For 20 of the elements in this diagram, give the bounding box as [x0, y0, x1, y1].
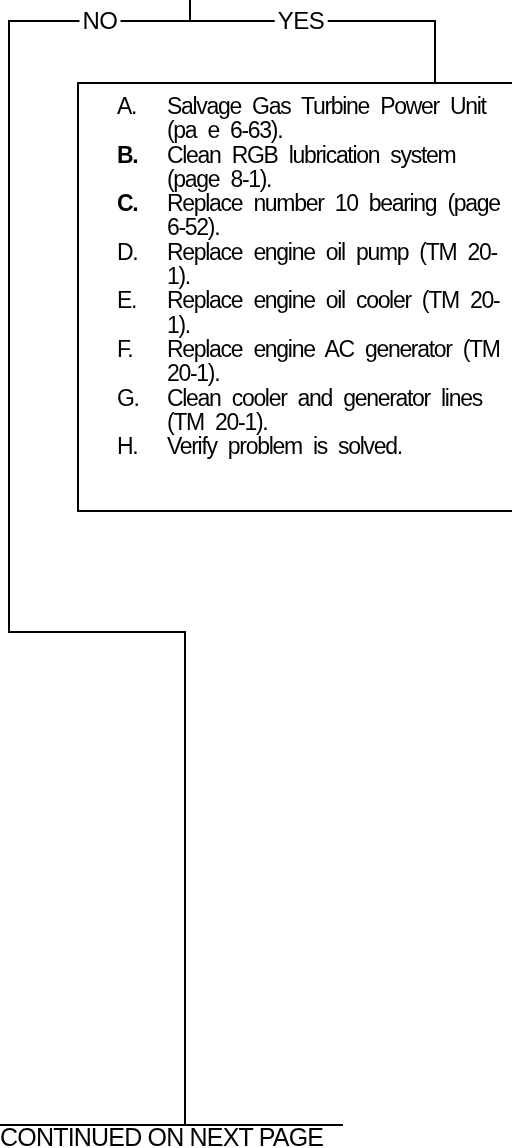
edge-label: NO [79, 10, 121, 32]
continued-note: CONTINUED ON NEXT PAGE [0, 1126, 325, 1148]
item-letter: E. [117, 288, 138, 316]
step-text: Salvage Gas Turbine Power Unit (pa e 6-63). [167, 94, 488, 143]
step-text: Clean RGB lubrication system (page 8-1). [167, 142, 457, 192]
step-list-box [77, 82, 512, 512]
item-letter: F. [117, 336, 134, 364]
edge-label: YES [274, 10, 328, 32]
step-text: Replace engine oil cooler (TM 20-1). [167, 288, 501, 337]
item-letter: B. [117, 142, 139, 170]
step-text: Verify problem is solved. [167, 434, 403, 459]
step-text: Clean cooler and generator lines (TM 20-1). [167, 385, 484, 435]
item-letter: C. [117, 191, 139, 219]
item-letter: G. [117, 385, 140, 413]
item-letter: D. [117, 239, 139, 267]
step-text: Replace engine oil pump (TM 20-1). [167, 239, 498, 289]
item-letter: H. [117, 434, 139, 459]
connector-line [8, 20, 191, 1126]
step-text: Replace number 10 bearing (page 6-52). [167, 191, 501, 240]
item-letter: A. [117, 94, 138, 121]
